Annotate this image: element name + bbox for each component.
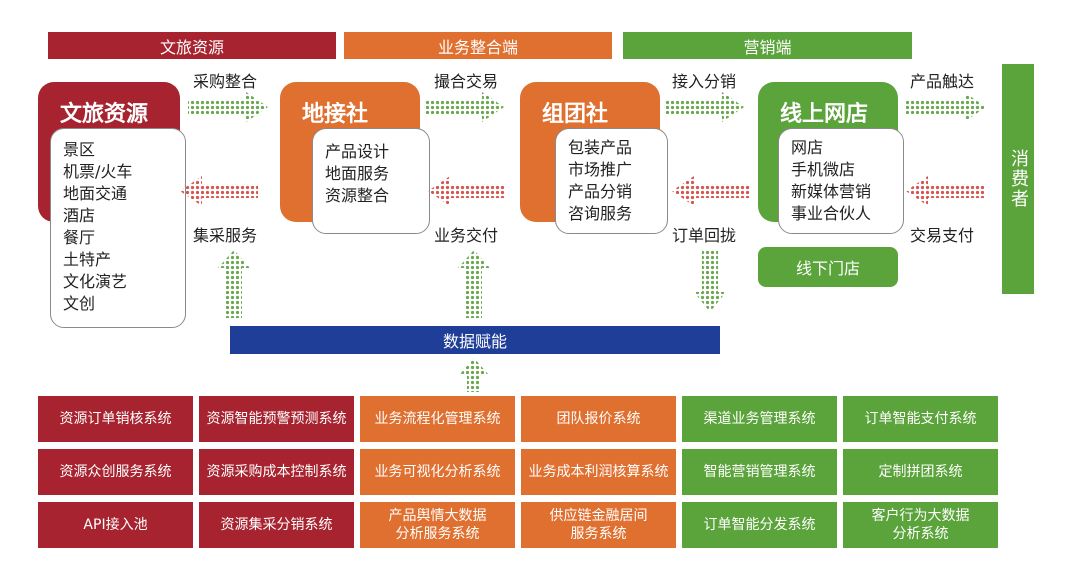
system-box: 资源众创服务系统 [38,449,193,495]
arrow-left-delivery [428,176,506,206]
operator-item: 产品分销 [568,182,633,201]
online-item: 手机微店 [791,160,856,179]
system-box: 团队报价系统 [521,396,676,442]
flow-label-bulk-service: 集采服务 [193,226,258,245]
system-box: 业务成本利润核算系统 [521,449,676,495]
flow-label-product-reach: 产品触达 [910,72,975,91]
offline-store-box: 线下门店 [758,247,898,287]
system-box: 资源智能预警预测系统 [199,396,354,442]
data-empowerment-bar: 数据赋能 [230,326,720,354]
flow-label-procurement: 采购整合 [193,72,258,91]
resource-item: 餐厅 [63,228,96,247]
system-box: 资源采购成本控制系统 [199,449,354,495]
agency-item: 地面服务 [325,164,390,183]
arrow-left-payment [906,176,984,206]
resource-item: 文化演艺 [63,272,128,291]
operator-item: 咨询服务 [568,204,633,223]
arrow-right-distribution [664,92,744,122]
arrow-left-order-return [672,176,750,206]
system-box: 资源集采分销系统 [199,502,354,548]
agency-item: 产品设计 [325,142,390,161]
resource-item: 地面交通 [63,184,128,203]
system-box: 定制拼团系统 [843,449,998,495]
online-item: 事业合伙人 [791,204,872,223]
system-box: 订单智能支付系统 [843,396,998,442]
system-box: 业务流程化管理系统 [360,396,515,442]
system-box: 供应链金融居间 服务系统 [521,502,676,548]
agency-item: 资源整合 [325,186,390,205]
resource-item: 酒店 [63,206,96,225]
consumer-bar: 消费者 [1002,64,1034,294]
online-item: 网店 [791,138,824,157]
flow-label-order-return: 订单回拢 [672,226,737,245]
resources-category-bar: 文旅资源 [48,32,336,59]
stage-online-store-card: 网店 手机微店 新媒体营销 事业合伙人 [778,128,904,234]
integration-category-bar: 业务整合端 [344,32,612,59]
resource-item: 景区 [63,140,96,159]
stage-local-agency-card: 产品设计 地面服务 资源整合 [312,128,430,234]
resource-item: 文创 [63,294,96,313]
arrow-left-bulk-service [180,176,258,206]
arrow-right-product-reach [906,92,986,122]
system-box: 渠道业务管理系统 [682,396,837,442]
stage-tour-operator-card: 包装产品 市场推广 产品分销 咨询服务 [555,128,668,234]
flow-label-payment: 交易支付 [910,226,975,245]
online-item: 新媒体营销 [791,182,872,201]
arrow-down-order [694,250,726,312]
flow-label-distribution: 接入分销 [672,72,737,91]
system-box: 业务可视化分析系统 [360,449,515,495]
arrow-up-systems [460,358,488,392]
system-box: 客户行为大数据 分析系统 [843,502,998,548]
operator-item: 市场推广 [568,160,633,179]
arrow-up-left [218,250,250,318]
system-box: API接入池 [38,502,193,548]
system-box: 产品舆情大数据 分析服务系统 [360,502,515,548]
flow-label-matchmaking: 撮合交易 [434,72,499,91]
system-box: 订单智能分发系统 [682,502,837,548]
operator-item: 包装产品 [568,138,633,157]
system-box: 智能营销管理系统 [682,449,837,495]
resource-item: 土特产 [63,250,112,269]
flow-label-delivery: 业务交付 [434,226,499,245]
arrow-right-procurement [188,92,268,122]
system-box: 资源订单销核系统 [38,396,193,442]
arrow-right-matchmaking [424,92,504,122]
resource-item: 机票/火车 [63,162,133,181]
arrow-up-middle [458,250,490,318]
stage-resources-card: 景区 机票/火车 地面交通 酒店 餐厅 土特产 文化演艺 文创 [50,128,186,328]
marketing-category-bar: 营销端 [623,32,912,59]
